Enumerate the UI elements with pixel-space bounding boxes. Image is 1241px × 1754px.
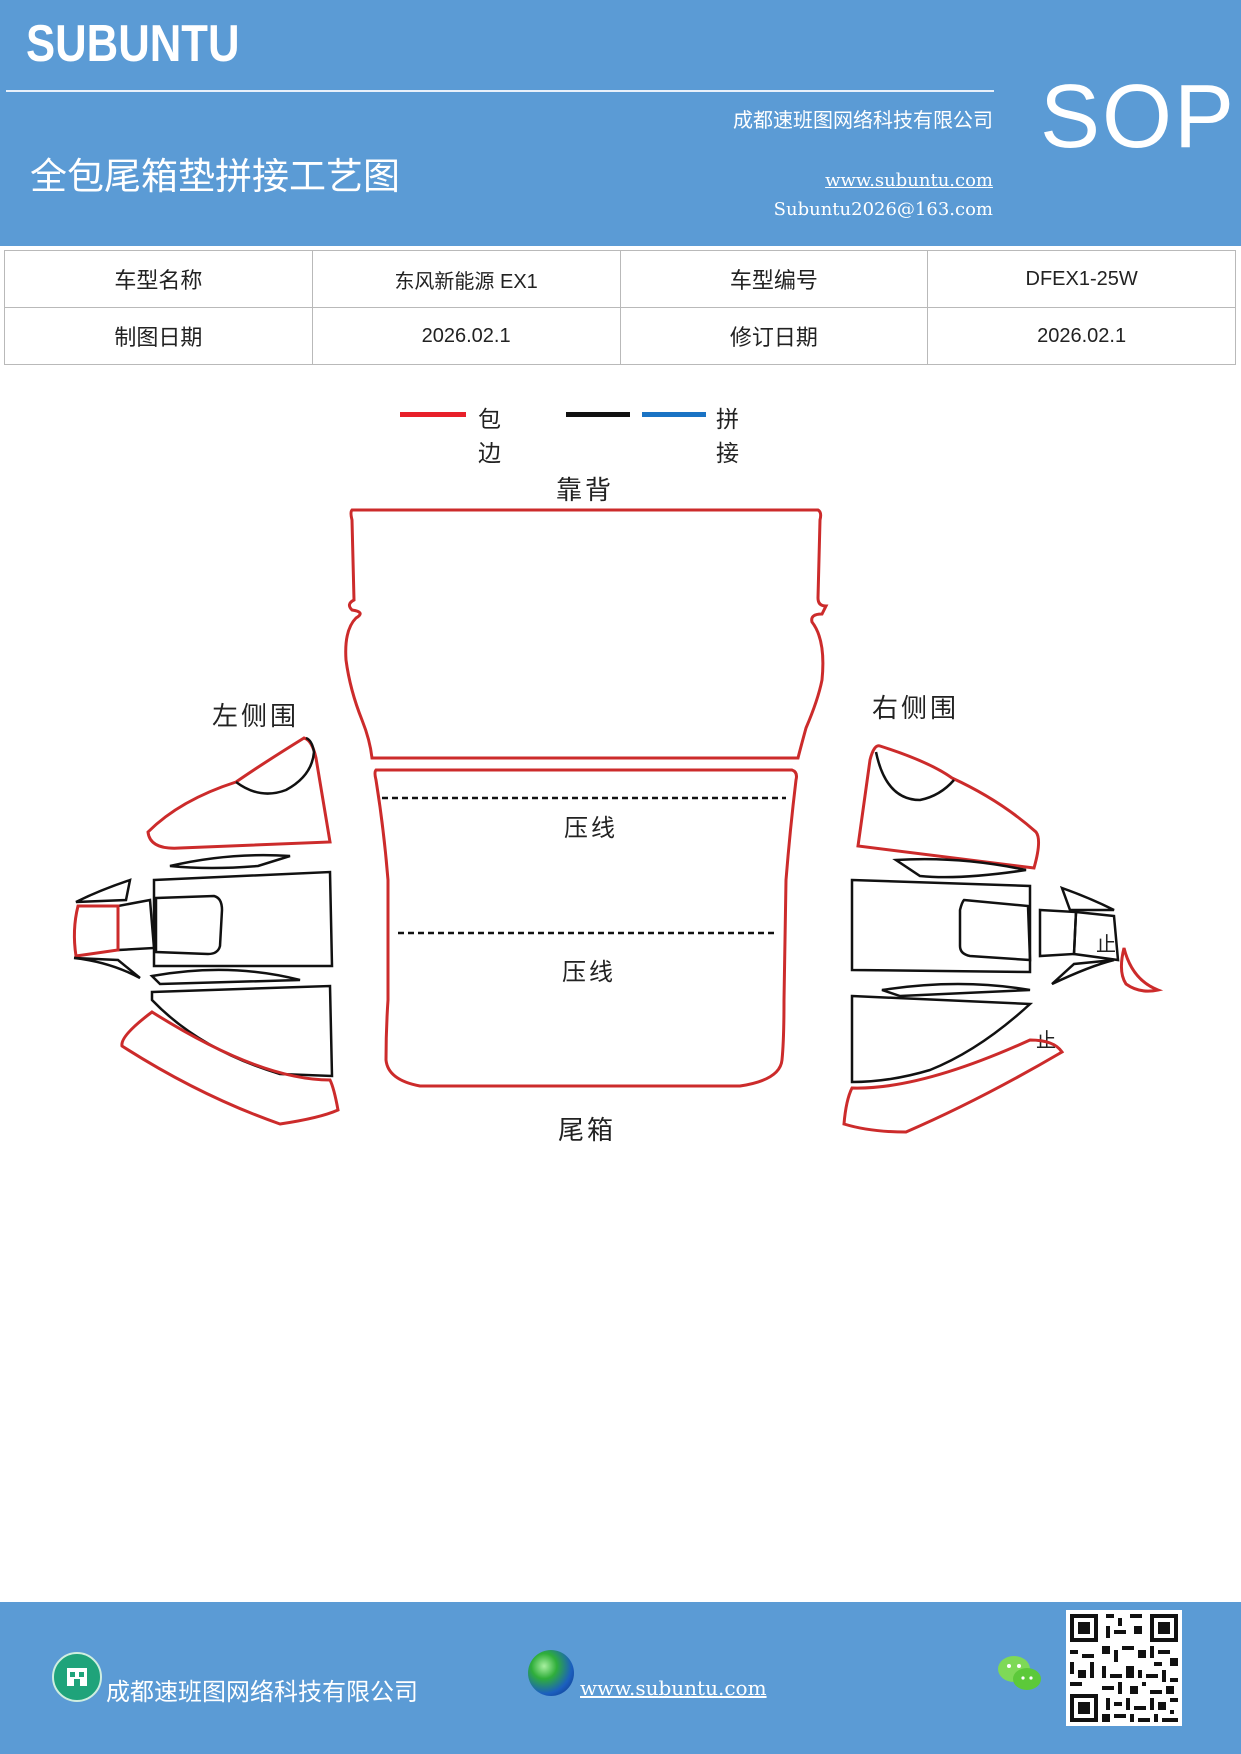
model-name-value: 东风新能源 EX1 [311, 250, 621, 308]
legend-splice-swatch-blue [642, 412, 706, 417]
right-top-cap [874, 751, 955, 802]
header-email[interactable]: Subuntu2026@163.com [773, 199, 993, 220]
left-small-2 [72, 904, 120, 958]
crease-label-2: 压线 [562, 958, 616, 986]
right-tail-wrap [1119, 947, 1164, 993]
stop-mark-2: 止 [1036, 1028, 1059, 1052]
trunk-label: 尾箱 [558, 1116, 617, 1146]
brand-logo: SUBUNTU [26, 15, 240, 73]
model-name-label: 车型名称 [4, 250, 313, 308]
revision-date-label: 修订日期 [619, 307, 929, 365]
globe-icon [528, 1650, 574, 1696]
left-bottom-piece [150, 984, 334, 1078]
right-inner-block [958, 898, 1032, 962]
draw-date-label: 制图日期 [4, 307, 313, 365]
crease-label-1: 压线 [564, 814, 618, 842]
backrest-label: 靠背 [556, 476, 615, 506]
legend-splice-label: 拼接 [716, 407, 739, 467]
left-wing-bottom [73, 956, 141, 980]
trunk-panel [373, 768, 798, 1088]
left-bottom-wrap [120, 1010, 340, 1126]
model-code-value: DFEX1-25W [927, 250, 1236, 308]
footer-company-name: 成都速班图网络科技有限公司 [106, 1678, 418, 1706]
legend-wrap-swatch [400, 412, 466, 417]
legend-wrap-label: 包边 [478, 407, 501, 467]
left-side-pieces [72, 736, 340, 1126]
right-top-piece [856, 744, 1041, 870]
right-mid-piece [850, 878, 1032, 974]
left-top-cap [235, 736, 316, 795]
left-small-1 [116, 898, 156, 952]
left-splice-1 [169, 853, 291, 870]
building-icon [52, 1652, 102, 1702]
right-wing-top [1059, 885, 1115, 912]
sop-label: SOP [1040, 67, 1237, 167]
header-website-link[interactable]: www.subuntu.com [825, 170, 993, 191]
draw-date-value: 2026.02.1 [311, 307, 621, 365]
table-row: 制图日期 2026.02.1 修订日期 2026.02.1 [4, 307, 1236, 365]
right-bottom-wrap [842, 1038, 1065, 1134]
right-small-1 [1038, 908, 1078, 958]
table-row: 车型名称 东风新能源 EX1 车型编号 DFEX1-25W [4, 250, 1236, 308]
right-side-label: 右侧围 [872, 694, 960, 724]
backrest-panel [344, 508, 829, 760]
footer-website-link[interactable]: www.subuntu.com [580, 1676, 767, 1700]
right-splice-2 [881, 982, 1031, 998]
left-wing-top [75, 878, 132, 904]
qr-code[interactable] [1066, 1610, 1182, 1726]
right-wing-bottom [1051, 958, 1115, 986]
left-top-piece [146, 736, 332, 850]
right-bottom-piece [850, 994, 1034, 1084]
stop-mark-1: 止 [1096, 932, 1119, 956]
left-inner-block [154, 894, 224, 956]
vehicle-info-table: 车型名称 东风新能源 EX1 车型编号 DFEX1-25W 制图日期 2026.… [4, 250, 1236, 365]
mat-splice-diagram [72, 508, 1164, 1134]
model-code-label: 车型编号 [619, 250, 929, 308]
legend-splice-swatch-black [566, 412, 630, 417]
header-company-name: 成都速班图网络科技有限公司 [733, 108, 993, 132]
header-banner: SUBUNTU 成都速班图网络科技有限公司 SOP 全包尾箱垫拼接工艺图 www… [0, 0, 1241, 246]
right-side-pieces [842, 744, 1164, 1134]
right-splice-1 [892, 857, 1027, 879]
document-title: 全包尾箱垫拼接工艺图 [30, 155, 400, 198]
wechat-icon[interactable] [996, 1652, 1044, 1696]
revision-date-value: 2026.02.1 [927, 307, 1236, 365]
right-small-2 [1072, 910, 1120, 962]
left-splice-2 [149, 968, 301, 986]
footer-banner: 成都速班图网络科技有限公司 www.subuntu.com [0, 1602, 1241, 1754]
header-divider [6, 90, 994, 92]
left-side-label: 左侧围 [212, 702, 300, 732]
